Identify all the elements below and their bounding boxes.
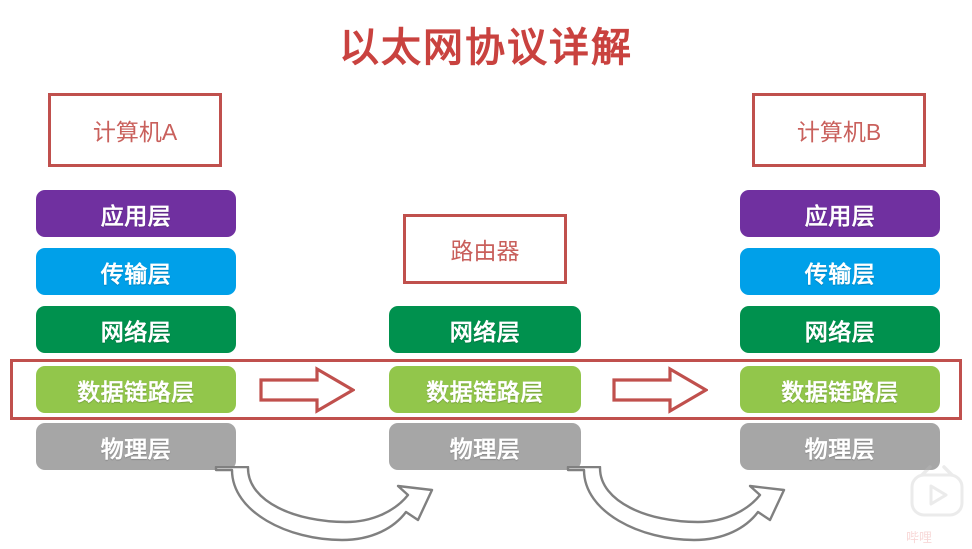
- middle-layer-data-link: 数据链路层: [389, 366, 581, 413]
- left-layer-physical: 物理层: [36, 423, 236, 470]
- bilibili-tv-icon: [910, 465, 964, 517]
- middle-layer-network: 网络层: [389, 306, 581, 353]
- layer-label: 应用层: [100, 202, 172, 229]
- page-title: 以太网协议详解: [339, 26, 633, 70]
- layer-label: 传输层: [804, 260, 876, 287]
- left-layer-network: 网络层: [36, 306, 236, 353]
- computer-a-label: 计算机A: [92, 119, 178, 145]
- watermark: 哔哩: [906, 463, 968, 547]
- layer-label: 传输层: [100, 260, 172, 287]
- flow-arrow-a-to-router: [259, 366, 357, 414]
- left-layer-transport: 传输层: [36, 248, 236, 295]
- right-layer-network: 网络层: [740, 306, 940, 353]
- layer-label: 网络层: [100, 318, 172, 345]
- router-box: 路由器: [403, 214, 567, 284]
- right-layer-transport: 传输层: [740, 248, 940, 295]
- right-layer-physical: 物理层: [740, 423, 940, 470]
- layer-label: 网络层: [804, 318, 876, 345]
- layer-label: 数据链路层: [781, 378, 899, 405]
- layer-label: 物理层: [449, 435, 521, 462]
- computer-a-box: 计算机A: [48, 93, 222, 167]
- physical-link-a-to-router: [196, 465, 456, 549]
- physical-link-router-to-b: [548, 465, 808, 549]
- middle-layer-physical: 物理层: [389, 423, 581, 470]
- computer-b-label: 计算机B: [796, 119, 882, 145]
- layer-label: 网络层: [449, 318, 521, 345]
- right-layer-application: 应用层: [740, 190, 940, 237]
- layer-label: 物理层: [100, 435, 172, 462]
- layer-label: 物理层: [804, 435, 876, 462]
- left-layer-data-link: 数据链路层: [36, 366, 236, 413]
- flow-arrow-router-to-b: [612, 366, 710, 414]
- right-layer-data-link: 数据链路层: [740, 366, 940, 413]
- left-layer-application: 应用层: [36, 190, 236, 237]
- layer-label: 应用层: [804, 202, 876, 229]
- watermark-text: 哔哩: [906, 530, 933, 545]
- layer-label: 数据链路层: [426, 378, 544, 405]
- router-label: 路由器: [450, 238, 520, 264]
- layer-label: 数据链路层: [77, 378, 195, 405]
- computer-b-box: 计算机B: [752, 93, 926, 167]
